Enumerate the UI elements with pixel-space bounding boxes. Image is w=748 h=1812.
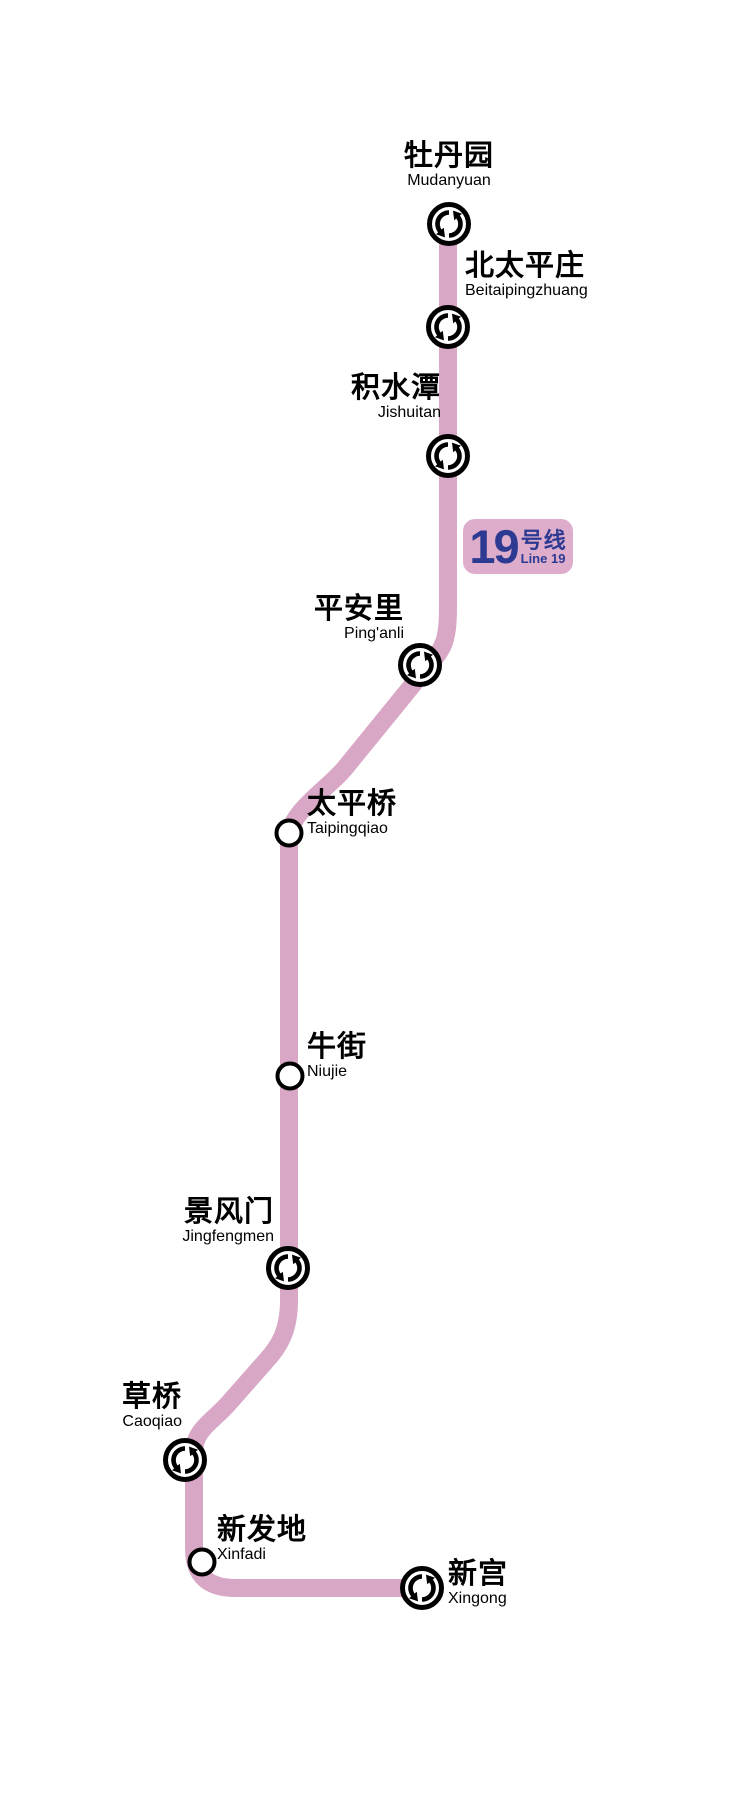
station-name-en: Xinfadi bbox=[217, 1546, 266, 1564]
station-label-xingong: 新宫 Xingong bbox=[448, 1558, 508, 1608]
station-label-jingfengmen: 景风门 Jingfengmen bbox=[182, 1196, 274, 1246]
line-suffix-zh: 号线 bbox=[520, 527, 567, 553]
station-marker-taipingqiao[interactable] bbox=[274, 818, 304, 848]
station-name-zh: 新发地 bbox=[217, 1514, 308, 1546]
station-name-en: Beitaipingzhuang bbox=[465, 282, 588, 300]
station-marker-niujie[interactable] bbox=[275, 1061, 305, 1091]
station-name-zh: 牛街 bbox=[307, 1031, 368, 1063]
station-name-zh: 景风门 bbox=[183, 1196, 274, 1228]
station-name-zh: 牡丹园 bbox=[403, 140, 494, 172]
station-marker-jingfengmen[interactable] bbox=[269, 1249, 308, 1288]
station-name-zh: 积水潭 bbox=[350, 372, 441, 404]
station-label-niujie: 牛街 Niujie bbox=[307, 1031, 367, 1081]
station-label-caoqiao: 草桥 Caoqiao bbox=[122, 1381, 182, 1431]
line19-route-path bbox=[185, 224, 457, 1597]
station-name-en: Mudanyuan bbox=[407, 172, 491, 190]
station-name-zh: 新宫 bbox=[448, 1558, 509, 1590]
station-name-en: Jingfengmen bbox=[182, 1228, 274, 1246]
station-name-en: Ping'anli bbox=[344, 625, 404, 643]
station-label-beitaipingzhuang: 北太平庄 Beitaipingzhuang bbox=[465, 250, 588, 300]
station-name-zh: 太平桥 bbox=[307, 788, 398, 820]
station-marker-xinfadi[interactable] bbox=[187, 1547, 217, 1577]
station-marker-mudanyuan[interactable] bbox=[430, 205, 469, 244]
station-label-jishuitan: 积水潭 Jishuitan bbox=[351, 372, 441, 422]
station-name-zh: 平安里 bbox=[313, 593, 404, 625]
line-badge-text-column: 号线 Line 19 bbox=[521, 529, 567, 566]
station-label-pinganli: 平安里 Ping'anli bbox=[314, 593, 404, 643]
station-marker-beitaipingzhuang[interactable] bbox=[429, 308, 468, 347]
station-name-en: Caoqiao bbox=[122, 1413, 182, 1431]
station-name-zh: 草桥 bbox=[121, 1381, 182, 1413]
station-name-en: Taipingqiao bbox=[307, 820, 388, 838]
station-marker-caoqiao[interactable] bbox=[166, 1441, 205, 1480]
station-name-en: Niujie bbox=[307, 1063, 348, 1081]
station-name-zh: 北太平庄 bbox=[465, 250, 586, 282]
station-marker-xingong[interactable] bbox=[403, 1569, 442, 1608]
station-marker-pinganli[interactable] bbox=[401, 646, 440, 685]
station-label-xinfadi: 新发地 Xinfadi bbox=[217, 1514, 307, 1564]
station-name-en: Jishuitan bbox=[377, 404, 441, 422]
station-label-taipingqiao: 太平桥 Taipingqiao bbox=[307, 788, 397, 838]
station-label-mudanyuan: 牡丹园 Mudanyuan bbox=[349, 140, 549, 190]
line-number: 19 bbox=[469, 520, 519, 573]
station-name-en: Xingong bbox=[448, 1590, 507, 1608]
station-marker-jishuitan[interactable] bbox=[429, 437, 468, 476]
line-badge: 19 号线 Line 19 bbox=[463, 519, 573, 574]
line-name-en: Line 19 bbox=[520, 550, 566, 566]
